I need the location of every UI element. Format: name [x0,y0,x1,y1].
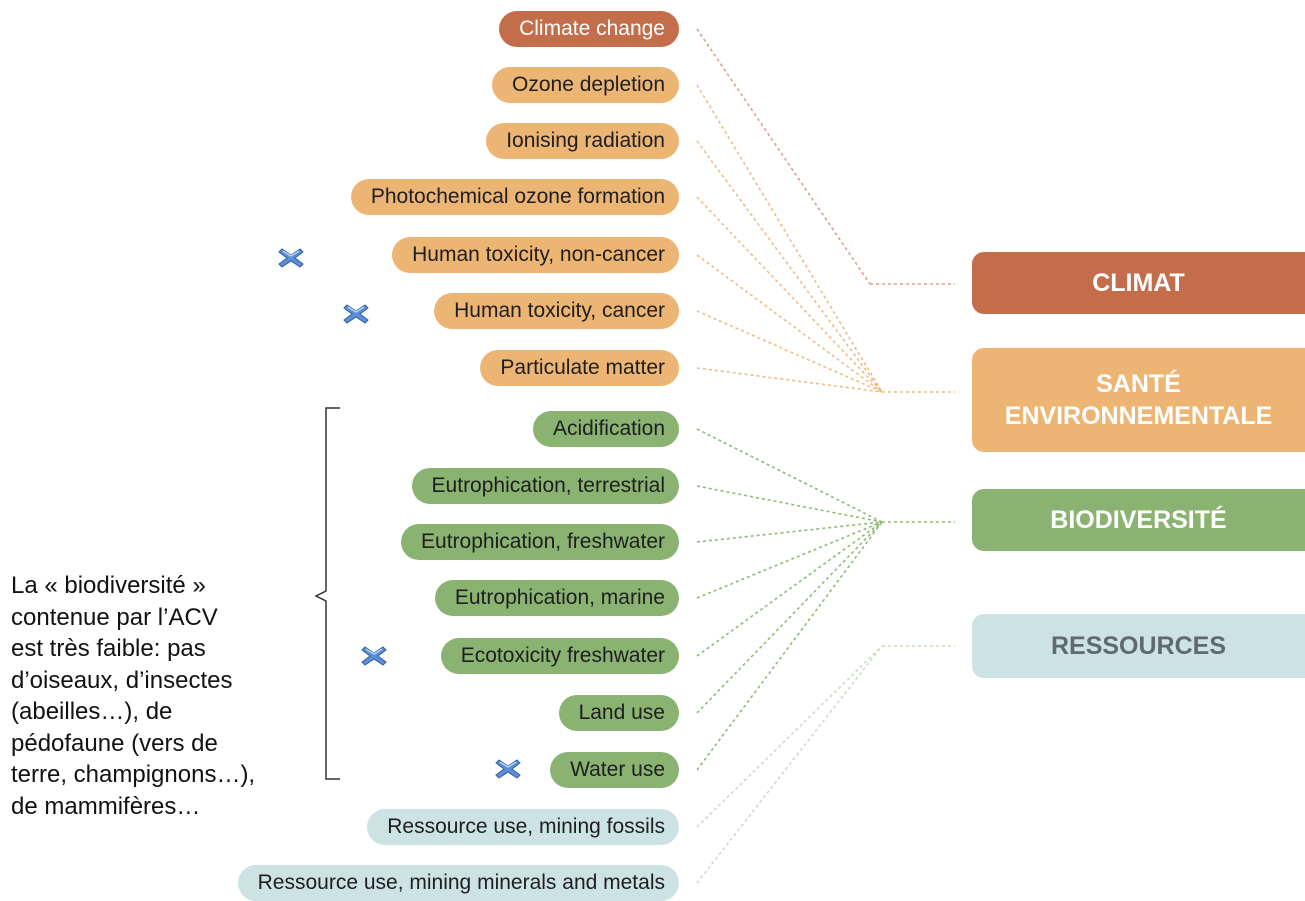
connector-line [696,28,871,285]
connector-line [696,521,883,657]
indicator-pill: Particulate matter [480,350,679,386]
indicator-pill: Photochemical ozone formation [350,179,679,215]
cross-icon [343,304,369,324]
cross-icon [361,646,387,666]
note-line: La « biodiversité » [11,572,206,599]
note-line: d’oiseaux, d’insectes [11,666,233,694]
connector-line [696,310,883,393]
connector-line [696,521,883,543]
indicator-label: Water use [570,758,665,781]
indicator-label: Ozone depletion [512,73,665,96]
connector-line [696,521,883,599]
indicator-pill: Ionising radiation [486,123,679,159]
indicator-pill: Eutrophication, freshwater [401,524,679,560]
indicator-pill: Ressource use, mining fossils [367,809,679,845]
indicator-label: Human toxicity, cancer [454,299,665,322]
category-label-line2: ENVIRONNEMENTALE [1004,402,1273,430]
note-line: (abeilles…), de [11,698,173,725]
connector-line [696,196,883,393]
connector-line [696,645,883,884]
indicator-label: Eutrophication, marine [454,586,665,609]
indicator-pill: Human toxicity, non-cancer [392,237,679,273]
note-line: de mammifères… [11,792,201,820]
connector-line [696,485,883,523]
category-climat: CLIMAT [972,252,1305,314]
indicator-pill: Climate change [499,11,679,47]
note-line: pédofaune (vers de [11,729,218,757]
note-line: est très faible: pas [11,635,206,662]
indicator-pill: Acidification [532,411,679,447]
connector-line [696,645,883,828]
biodiversity-note: La « biodiversité » contenue par l’ACV e… [11,570,321,822]
connector-line [696,367,883,393]
category-biodiversite: BIODIVERSITÉ [972,489,1305,551]
indicator-pill: Eutrophication, terrestrial [411,468,679,504]
indicator-pill: Eutrophication, marine [434,580,679,616]
cross-icon [495,759,521,779]
connector-line [696,140,883,393]
connector-line [696,521,883,714]
category-label-line1: SANTÉ [1096,370,1181,398]
indicator-pill: Water use [550,752,679,788]
indicator-pill: Human toxicity, cancer [434,293,679,329]
indicator-label: Photochemical ozone formation [370,185,665,208]
category-sante-environnementale: SANTÉ ENVIRONNEMENTALE [972,348,1305,452]
connector-line [696,428,883,523]
indicator-label: Ecotoxicity freshwater [460,644,665,667]
indicator-label: Climate change [519,17,665,40]
connector-line [696,521,883,771]
note-line: terre, champignons…), [11,761,256,788]
biodiversity-bracket [314,407,340,780]
cross-icon [278,248,304,268]
indicator-label: Ressource use, mining fossils [387,815,665,838]
indicator-label: Eutrophication, terrestrial [431,474,665,497]
indicator-label: Human toxicity, non-cancer [412,243,665,266]
indicator-label: Land use [578,701,665,724]
indicator-label: Ionising radiation [506,129,665,152]
category-label: BIODIVERSITÉ [1050,506,1227,534]
category-ressources: RESSOURCES [972,614,1305,678]
indicator-label: Eutrophication, freshwater [421,530,665,553]
indicator-pill: Ozone depletion [492,67,679,103]
indicator-pill: Ecotoxicity freshwater [440,638,679,674]
connector-line [696,254,883,393]
indicator-label: Particulate matter [500,356,665,379]
indicator-pill: Land use [558,695,679,731]
connector-line [696,84,883,393]
category-label: RESSOURCES [1050,632,1227,660]
indicator-label: Ressource use, mining minerals and metal… [257,871,665,894]
note-line: contenue par l’ACV [11,603,218,631]
indicator-label: Acidification [552,417,665,440]
category-label: CLIMAT [1092,269,1185,297]
indicator-pill: Ressource use, mining minerals and metal… [237,865,679,901]
